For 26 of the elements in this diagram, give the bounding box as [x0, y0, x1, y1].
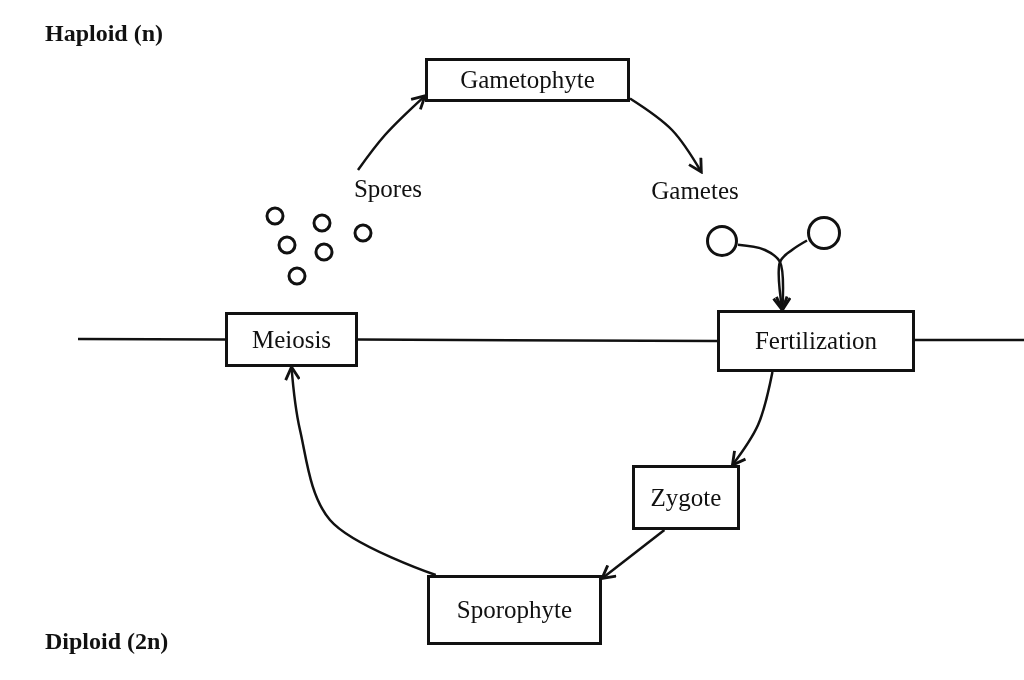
arrow [772, 239, 808, 312]
arrow [629, 97, 703, 174]
stage-label: Spores [338, 170, 438, 208]
arrow [600, 529, 666, 580]
box-text: Gametophyte [460, 66, 595, 94]
arrow [731, 371, 774, 467]
gamete-circle [807, 216, 841, 250]
process-box [427, 575, 602, 645]
connector-line [915, 338, 1024, 342]
phase-label: Haploid (n) [45, 20, 164, 47]
connector-line [358, 338, 717, 343]
gamete-circle [706, 225, 738, 257]
process-box [225, 312, 358, 367]
connector-line [78, 337, 225, 341]
box-text: Zygote [650, 483, 722, 512]
process-box [632, 465, 740, 530]
arrow [357, 94, 427, 171]
box-text: Fertilization [754, 327, 878, 355]
box-text: Meiosis [251, 325, 332, 354]
process-box [717, 310, 915, 372]
arrow [284, 365, 437, 577]
phase-label: Diploid (2n) [45, 628, 169, 655]
stage-label: Gametes [632, 172, 758, 210]
arrow [737, 243, 792, 312]
box-text: Sporophyte [456, 596, 573, 624]
process-box [425, 58, 630, 102]
